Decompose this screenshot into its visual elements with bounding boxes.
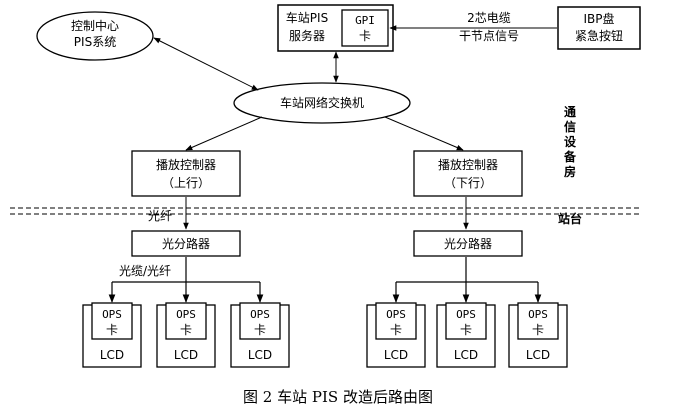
lcd-label: LCD: [526, 348, 550, 362]
controller-up-line2: （上行）: [162, 176, 210, 190]
controller-down-line1: 播放控制器: [438, 157, 498, 172]
control-center-node: 控制中心 PIS系统: [36, 11, 154, 61]
ibp-line2: 紧急按钮: [575, 28, 623, 43]
room-char-3: 设: [564, 134, 577, 149]
ops-label: OPS: [456, 308, 476, 321]
lcd-unit-down-1: OPS 卡 LCD: [366, 302, 426, 368]
switch-label: 车站网络交换机: [280, 95, 364, 110]
lcd-label: LCD: [100, 348, 124, 362]
controller-up-node: 播放控制器 （上行）: [131, 150, 241, 197]
figure-caption: 图 2 车站 PIS 改造后路由图: [243, 388, 433, 406]
room-char-2: 信: [564, 119, 576, 134]
ops-card-label: 卡: [180, 323, 192, 337]
server-line1: 车站PIS: [286, 10, 328, 25]
ops-label: OPS: [528, 308, 548, 321]
lcd-label: LCD: [384, 348, 408, 362]
gpi-line2: 卡: [359, 29, 371, 43]
network-switch-node: 车站网络交换机: [233, 82, 411, 124]
ops-label: OPS: [250, 308, 270, 321]
control-center-line2: PIS系统: [74, 35, 116, 49]
platform-label: 站台: [558, 211, 582, 226]
lcd-unit-up-2: OPS 卡 LCD: [156, 302, 216, 368]
controller-down-line2: （下行）: [444, 176, 492, 190]
ibp-line1: IBP盘: [583, 11, 614, 26]
controller-up-line1: 播放控制器: [156, 157, 216, 172]
lcd-label: LCD: [248, 348, 272, 362]
signal-label-line2: 干节点信号: [459, 29, 519, 43]
gpi-card: [341, 9, 389, 47]
lcd-unit-down-2: OPS 卡 LCD: [436, 302, 496, 368]
ops-label: OPS: [386, 308, 406, 321]
cable-label: 光缆/光纤: [119, 264, 171, 278]
lcd-unit-down-3: OPS 卡 LCD: [508, 302, 568, 368]
splitter-down-label: 光分路器: [444, 236, 492, 251]
ops-label: OPS: [102, 308, 122, 321]
ops-card-label: 卡: [460, 323, 472, 337]
center-switch-link: [153, 37, 259, 91]
ibp-panel-node: IBP盘 紧急按钮: [557, 6, 641, 50]
signal-label-line1: 2芯电缆: [467, 11, 511, 25]
up-distribution-lines: [108, 257, 264, 303]
ops-card-label: 卡: [106, 323, 118, 337]
ops-label: OPS: [176, 308, 196, 321]
room-char-5: 房: [564, 164, 576, 179]
lcd-label: LCD: [174, 348, 198, 362]
switch-controller-up-link: [185, 116, 263, 151]
splitter-up-node: 光分路器: [131, 230, 241, 257]
pis-server-node: 车站PIS 服务器 GPI 卡: [277, 4, 394, 52]
splitter-down-node: 光分路器: [413, 230, 523, 257]
switch-controller-down-link: [384, 116, 464, 151]
ops-card-label: 卡: [254, 323, 266, 337]
control-center-line1: 控制中心: [71, 18, 119, 33]
lcd-unit-up-3: OPS 卡 LCD: [230, 302, 290, 368]
gpi-line1: GPI: [355, 14, 375, 27]
down-distribution-lines: [392, 257, 542, 303]
lcd-label: LCD: [454, 348, 478, 362]
controller-down-node: 播放控制器 （下行）: [413, 150, 523, 197]
room-char-1: 通: [564, 104, 576, 119]
equipment-room-label: 通 信 设 备 房: [563, 104, 577, 179]
lcd-unit-up-1: OPS 卡 LCD: [82, 302, 142, 368]
room-char-4: 备: [563, 149, 577, 164]
ops-card-label: 卡: [532, 323, 544, 337]
fiber-label: 光纤: [148, 209, 172, 223]
server-line2: 服务器: [289, 28, 325, 43]
ops-card-label: 卡: [390, 323, 402, 337]
splitter-up-label: 光分路器: [162, 236, 210, 251]
